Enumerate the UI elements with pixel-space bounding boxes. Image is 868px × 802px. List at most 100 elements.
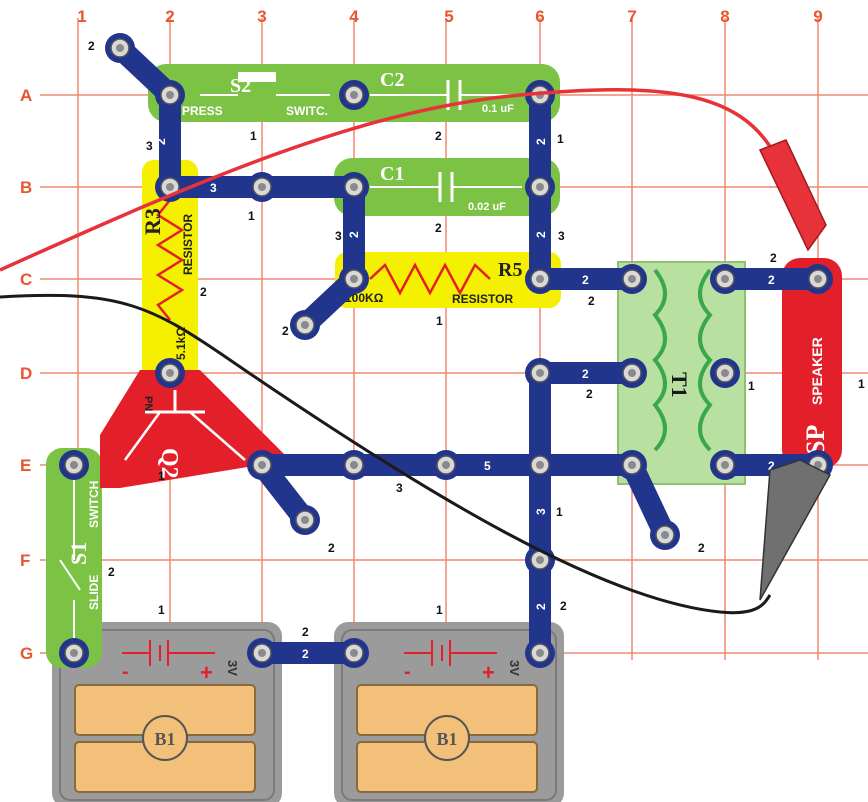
col-label: 5 <box>444 7 453 26</box>
row-label: B <box>20 178 32 197</box>
c2-value: 0.1 uF <box>482 103 514 115</box>
wire-num: 2 <box>302 647 309 661</box>
snap-connector <box>617 450 647 480</box>
switch-s1-slide: S1 SLIDE SWITCH <box>46 448 102 668</box>
wire-num: 3 <box>534 508 548 515</box>
snap-connector <box>710 450 740 480</box>
snap-connector <box>525 264 555 294</box>
grid-labels: 1 2 3 4 5 6 7 8 9 A B C D E F G <box>20 7 823 663</box>
snap-connector <box>339 80 369 110</box>
speaker-sp: SP SPEAKER <box>782 258 842 468</box>
sp-label: SPEAKER <box>809 337 825 405</box>
battery-b1-left: B1 - + 3V <box>52 622 282 802</box>
level-num: 2 <box>200 285 207 299</box>
snap-connector <box>525 450 555 480</box>
snaps <box>59 33 833 668</box>
col-label: 4 <box>349 7 359 26</box>
wire-num: 2 <box>534 138 548 145</box>
row-label: F <box>20 551 30 570</box>
col-label: 9 <box>813 7 822 26</box>
level-num: 2 <box>302 625 309 639</box>
snap-connector <box>339 638 369 668</box>
s1-label-right: SWITCH <box>87 481 101 528</box>
snap-connector <box>650 520 680 550</box>
r5-label: RESISTOR <box>452 292 513 306</box>
snap-connector <box>155 172 185 202</box>
snap-connector <box>59 450 89 480</box>
black-test-lead <box>0 293 832 615</box>
battery-b1-right: B1 - + 3V <box>334 622 564 802</box>
snap-connector <box>290 505 320 535</box>
col-label: 1 <box>77 7 86 26</box>
snap-connector <box>710 264 740 294</box>
resistor-r5: R5 100KΩ RESISTOR <box>335 252 561 308</box>
snap-connector <box>339 450 369 480</box>
level-num: 1 <box>158 603 165 617</box>
col-label: 8 <box>720 7 729 26</box>
level-num: 3 <box>335 229 342 243</box>
level-num: 3 <box>146 139 153 153</box>
battery-minus: - <box>404 661 411 683</box>
snap-connector <box>617 358 647 388</box>
level-num: 2 <box>435 129 442 143</box>
battery-name: B1 <box>154 729 175 749</box>
c1-name: C1 <box>380 163 404 185</box>
level-num: 2 <box>282 324 289 338</box>
r3-value: 5.1kΩ <box>174 327 188 360</box>
r3-label: RESISTOR <box>181 214 195 275</box>
wire-num: 2 <box>582 273 589 287</box>
snap-connector <box>247 450 277 480</box>
r3-name: R3 <box>140 208 165 235</box>
level-num: 2 <box>328 541 335 555</box>
r5-name: R5 <box>498 259 522 281</box>
level-num: 1 <box>556 505 563 519</box>
level-num: 1 <box>858 377 865 391</box>
level-num: 2 <box>588 294 595 308</box>
battery-name: B1 <box>436 729 457 749</box>
c1-value: 0.02 uF <box>468 201 506 213</box>
snap-connector <box>617 264 647 294</box>
level-num: 2 <box>770 251 777 265</box>
row-label: G <box>20 644 33 663</box>
snap-connector <box>710 358 740 388</box>
snap-connector <box>290 310 320 340</box>
wire-num: 5 <box>484 459 491 473</box>
snap-connector <box>525 172 555 202</box>
level-num: 1 <box>436 314 443 328</box>
wire-num: 2 <box>347 231 361 238</box>
snap-connector <box>803 264 833 294</box>
snap-connector <box>525 358 555 388</box>
snap-connector <box>247 172 277 202</box>
col-label: 3 <box>257 7 266 26</box>
transistor-q2: Q2 PN <box>100 370 290 488</box>
snap-connector <box>155 358 185 388</box>
s2-name: S2 <box>230 75 251 97</box>
level-num: 1 <box>250 129 257 143</box>
col-label: 6 <box>535 7 544 26</box>
t1-name: T1 <box>667 372 692 398</box>
capacitor-c1: C1 0.02 uF <box>334 158 560 216</box>
level-num: 2 <box>88 39 95 53</box>
level-numbers: 2 3 1 2 1 1 3 2 3 2 2 2 1 2 1 1 1 3 1 2 … <box>88 39 865 639</box>
q2-name: Q2 <box>156 448 182 479</box>
s2-label-left: PRESS <box>182 104 223 118</box>
red-test-lead <box>0 88 827 272</box>
s1-label-left: SLIDE <box>87 575 101 610</box>
wire-num: 2 <box>154 138 168 145</box>
sp-name: SP <box>801 425 830 455</box>
snap-connector <box>59 638 89 668</box>
col-label: 7 <box>627 7 636 26</box>
level-num: 1 <box>248 209 255 223</box>
row-label: E <box>20 456 31 475</box>
snap-connector <box>339 172 369 202</box>
battery-plus: + <box>200 660 213 685</box>
level-num: 1 <box>436 603 443 617</box>
c2-name: C2 <box>380 69 404 91</box>
r5-value: 100KΩ <box>345 291 384 305</box>
row-label: A <box>20 86 32 105</box>
wire-num: 2 <box>768 273 775 287</box>
wire-num: 2 <box>534 603 548 610</box>
s2-label-right: SWITC. <box>286 104 328 118</box>
wire-num: 2 <box>582 367 589 381</box>
